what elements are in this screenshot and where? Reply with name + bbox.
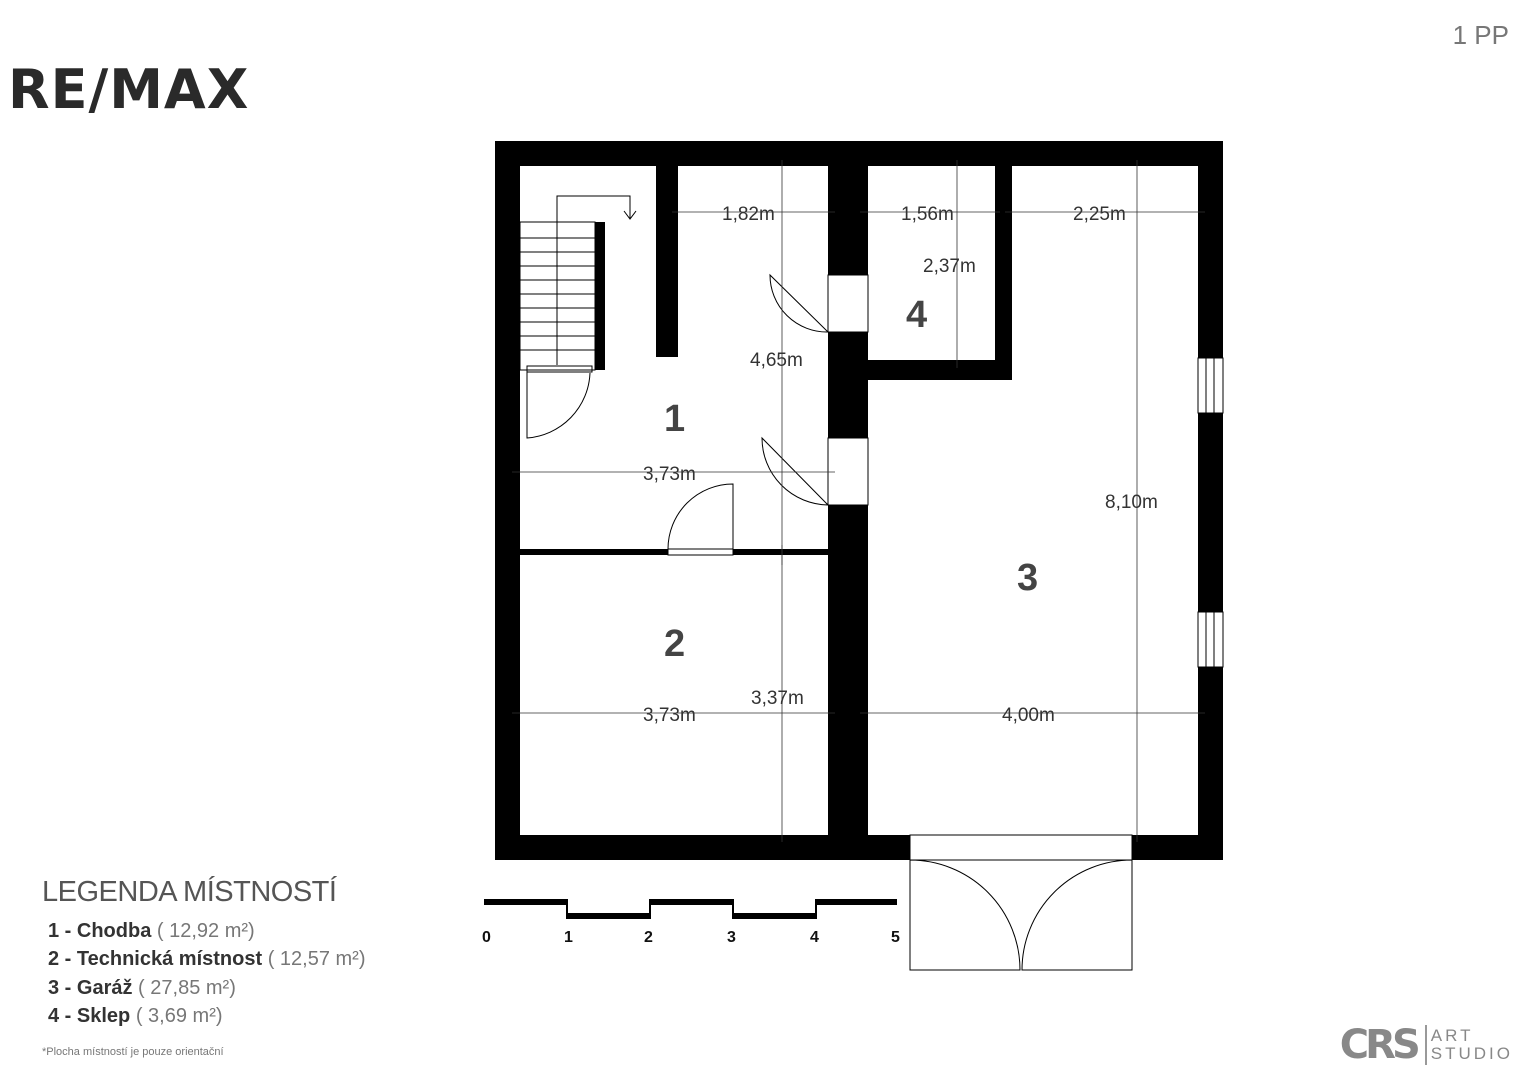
legend-item: 4 - Sklep ( 3,69 m²)	[48, 1005, 223, 1028]
door	[526, 370, 591, 439]
dimension-label: 4,65m	[750, 350, 803, 371]
dimension-label: 4,00m	[1002, 705, 1055, 726]
dimension-label: 2,25m	[1073, 204, 1126, 225]
window	[1197, 357, 1224, 414]
window	[1197, 611, 1224, 668]
staircase	[519, 195, 637, 371]
dimension-label: 3,73m	[643, 464, 696, 485]
scale-bar: 0 1 2 3 4 5	[482, 899, 900, 946]
scale-tick: 5	[891, 929, 900, 946]
door-opening-3	[827, 437, 869, 506]
room-number: 2	[664, 623, 685, 665]
remax-logo: RE/MAX	[8, 58, 250, 121]
dimension-label: 1,56m	[901, 204, 954, 225]
dimension-lines	[512, 160, 1205, 842]
door	[667, 483, 734, 550]
scale-tick: 4	[810, 929, 819, 946]
garage-door	[909, 859, 1021, 971]
garage-door-opening	[909, 834, 1133, 861]
walls	[495, 141, 1223, 860]
floor-label: 1 PP	[1452, 20, 1509, 50]
legend-note: *Plocha místností je pouze orientační	[42, 1046, 224, 1058]
legend-room-area: ( 27,85 m²)	[138, 977, 236, 999]
legend-item: 2 - Technická místnost ( 12,57 m²)	[48, 948, 366, 971]
legend-room-area: ( 12,57 m²)	[267, 948, 366, 970]
crs-mark: CRS	[1339, 1022, 1421, 1068]
dimension-label: 3,37m	[751, 688, 804, 709]
door	[761, 436, 829, 506]
legend-title: LEGENDA MÍSTNOSTÍ	[42, 876, 337, 908]
legend-room-name: 2 - Technická místnost	[48, 948, 263, 970]
scale-tick: 0	[482, 929, 491, 946]
legend-room-name: 1 - Chodba	[48, 920, 152, 942]
legend-item: 3 - Garáž ( 27,85 m²)	[48, 977, 236, 1000]
dimension-label: 2,37m	[923, 256, 976, 277]
door-opening-4	[827, 274, 869, 333]
studio-line1: ART	[1430, 1026, 1474, 1045]
legend-room-area: ( 3,69 m²)	[135, 1005, 223, 1027]
studio-line2: STUDIO	[1430, 1044, 1513, 1063]
legend-room-name: 3 - Garáž	[48, 977, 133, 999]
dimension-label: 3,73m	[643, 705, 696, 726]
door	[769, 273, 829, 333]
legend-room-area: ( 12,92 m²)	[156, 920, 255, 942]
legend-room-name: 4 - Sklep	[48, 1005, 131, 1027]
room-number: 1	[664, 398, 685, 440]
room-number: 4	[906, 294, 927, 336]
dimension-label: 8,10m	[1105, 492, 1158, 513]
scale-tick: 2	[644, 929, 653, 946]
scale-tick: 3	[727, 929, 736, 946]
room-number: 3	[1017, 557, 1038, 599]
legend-item: 1 - Chodba ( 12,92 m²)	[48, 920, 255, 943]
scale-tick: 1	[564, 929, 573, 946]
dimension-label: 1,82m	[722, 204, 775, 225]
logo-divider	[1424, 1025, 1427, 1065]
